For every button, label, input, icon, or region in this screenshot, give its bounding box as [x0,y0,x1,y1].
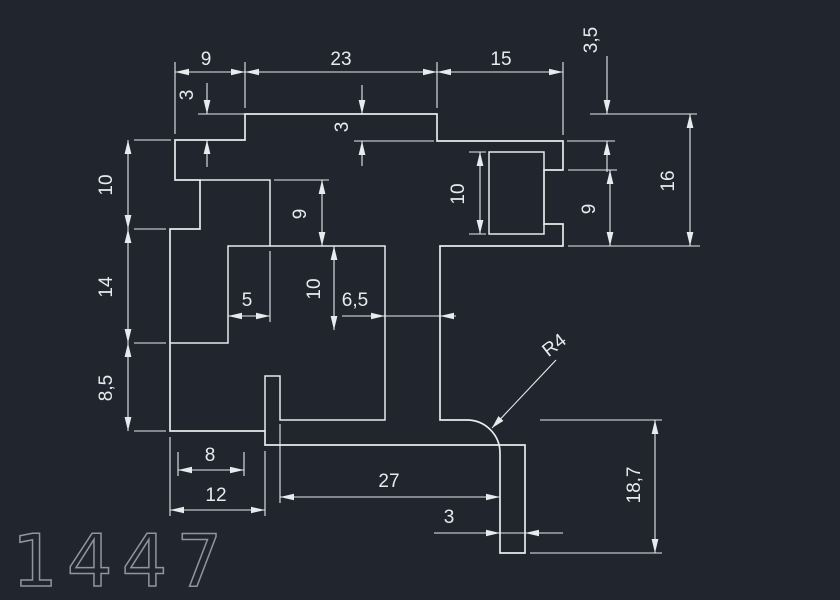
arrowhead [178,466,192,474]
arrowhead [228,312,242,320]
profile-inner-pocket-left [170,179,271,344]
dim-left-mid-height-group: 14 [96,229,166,344]
dim-foot-total-width-group: 12 [169,437,266,516]
arrowhead [170,506,184,514]
arrowhead [280,493,294,501]
arrowhead [651,539,659,553]
profile-inner-shelf-and-leg [264,245,386,431]
arrowhead [358,141,366,155]
arrowhead [476,152,484,166]
dim-mid-pocket-height-group: 9 [274,179,329,246]
arrowhead [124,417,132,431]
dim-channel-inner-height-label: 10 [448,183,469,204]
dim-center-height-label: 10 [304,278,325,299]
arrowhead [651,420,659,434]
dim-right-block-height-label: 16 [658,170,679,191]
dim-foot-width-group: 8 [177,445,245,476]
dim-left-lower-height-label: 8,5 [96,375,117,401]
arrowhead [606,170,614,184]
dim-top-right-width-label: 15 [490,49,511,70]
profile-outer-contour [169,113,564,554]
dimensions: 9 23 15 3,5 [96,27,700,554]
arrowhead [330,246,338,260]
arrowhead [686,232,694,246]
arrowhead [230,466,244,474]
arrowhead [175,68,189,76]
arrowhead [603,100,611,114]
arrowhead [476,220,484,234]
dim-mid-step-height-group: 3 [332,85,434,166]
dim-right-block-height-group: 16 [612,113,697,246]
arrowhead [256,312,270,320]
dim-mid-step-height-label: 3 [332,122,353,133]
dim-stem-width-label: 3 [444,507,455,528]
dim-right-notch-height-group: 9 [568,169,700,247]
dim-right-notch-height-label: 9 [579,204,600,215]
arrowhead [245,68,259,76]
dim-top-tab-width-group: 9 [174,49,246,134]
arrowhead [603,141,611,155]
dim-bottom-width-label: 27 [378,471,399,492]
dim-right-lower-height-group: 18,7 [530,419,662,554]
arrowhead [251,506,265,514]
dim-fillet-radius-label: R4 [539,330,571,362]
arrowhead [440,312,454,320]
dim-foot-total-width-label: 12 [205,485,226,506]
dim-stem-width-group: 3 [434,507,563,537]
arrowhead [203,100,211,114]
arrowhead [318,232,326,246]
dim-channel-inner-height-group: 10 [448,151,486,235]
dim-fillet-radius-group: R4 [491,330,571,429]
dim-left-lower-height-group: 8,5 [96,343,166,432]
arrowhead [423,68,437,76]
dim-slot-width-group: 5 [228,251,271,322]
dim-leg-width-group: 6,5 [342,290,456,320]
arrowhead [124,329,132,343]
arrowhead [492,416,504,428]
dim-left-upper-height-group: 10 [96,139,171,230]
arrowhead [686,114,694,128]
leader-line [491,359,557,429]
arrowhead [124,215,132,229]
arrowhead [124,140,132,154]
arrowhead [203,140,211,154]
arrowhead [525,529,539,537]
dim-right-step-height-label: 3,5 [581,27,602,53]
dim-bottom-width-group: 27 [279,424,500,503]
dim-top-mid-width-label: 23 [330,49,351,70]
dim-slot-width-label: 5 [242,290,253,311]
arrowhead [358,100,366,114]
dim-left-step-height-label: 3 [177,90,198,101]
dim-left-upper-height-label: 10 [96,174,117,195]
arrowhead [606,232,614,246]
arrowhead [371,312,385,320]
dim-top-tab-width-label: 9 [201,49,212,70]
part-number: 1447 [12,519,231,600]
dim-top-right-width-group: 15 [437,49,564,135]
profile-inner-channel-cavity [488,151,545,235]
arrowhead [486,529,500,537]
arrowhead [231,68,245,76]
arrowhead [486,493,500,501]
arrowhead [549,68,563,76]
dim-top-mid-width-group: 23 [245,49,438,108]
dim-foot-width-label: 8 [205,445,216,466]
dim-right-lower-height-label: 18,7 [624,467,645,504]
arrowhead [318,180,326,194]
arrowhead [124,343,132,357]
profile [169,113,564,554]
dim-left-mid-height-label: 14 [96,276,117,298]
arrowhead [437,68,451,76]
dim-mid-pocket-height-label: 9 [290,209,311,220]
dim-leg-width-label: 6,5 [342,290,368,311]
arrowhead [330,316,338,330]
arrowhead [124,229,132,243]
dim-left-step-height-group: 3 [177,83,252,167]
dim-center-height-group: 10 [304,246,338,330]
dim-right-step-height-group: 3,5 [567,27,615,172]
